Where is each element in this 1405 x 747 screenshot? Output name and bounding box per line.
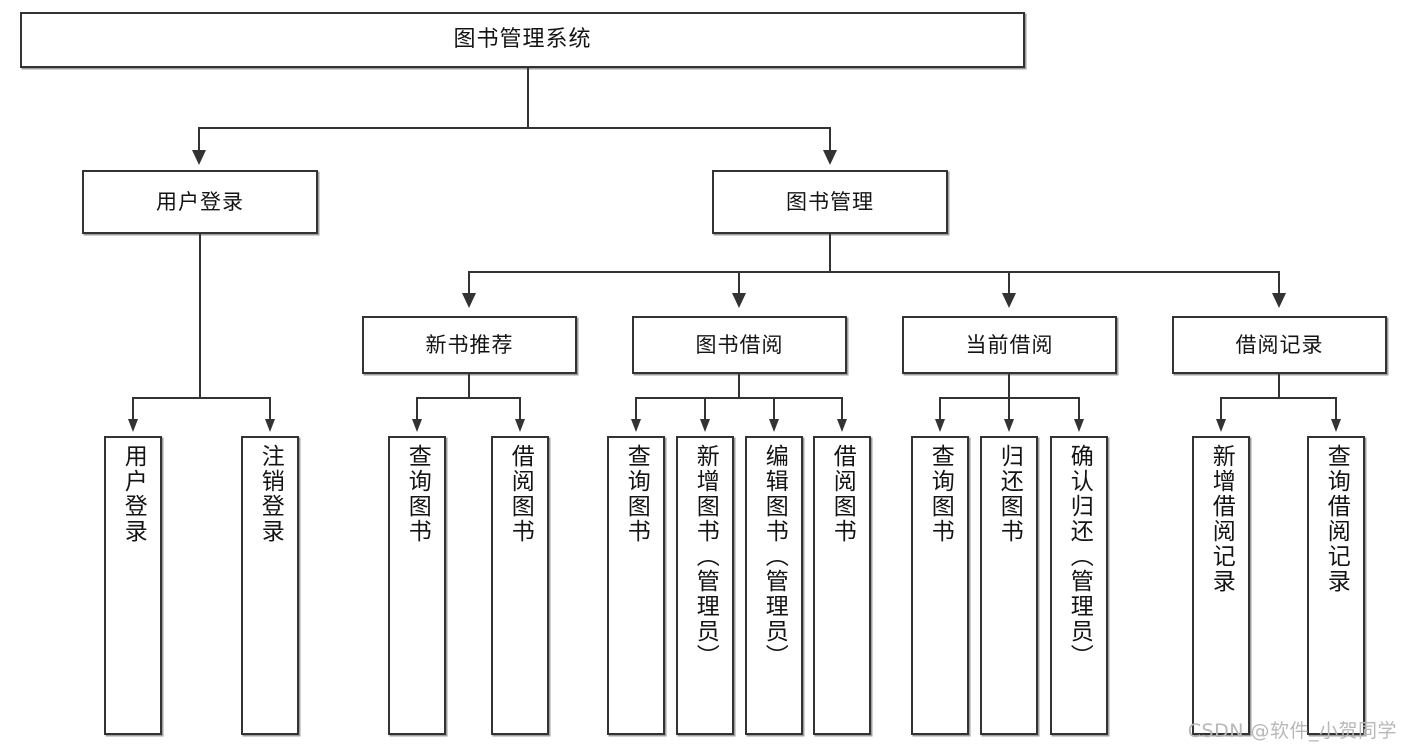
leaf-label: 编辑图书（管理员） — [761, 444, 788, 669]
arrowhead-bm-current-borrow — [1002, 293, 1016, 308]
node-label: 新书推荐 — [425, 332, 514, 357]
leaf-book-borrow-edit-book[interactable]: 编辑图书（管理员） — [745, 436, 803, 735]
leaf-label: 归还图书 — [996, 444, 1023, 544]
leaf-borrow-record-query-record[interactable]: 查询借阅记录 — [1307, 436, 1365, 735]
connector-user-login-drop-1 — [132, 397, 134, 421]
arrowhead-new-book-leaf-2 — [515, 419, 525, 432]
leaf-label: 注销登录 — [257, 444, 284, 544]
node-label: 图书管理 — [786, 189, 874, 214]
connector-current-borrow-drop-2 — [1008, 397, 1010, 421]
node-label: 用户登录 — [156, 189, 244, 214]
leaf-user-login-login[interactable]: 用户登录 — [104, 436, 162, 735]
leaf-current-borrow-query-book[interactable]: 查询图书 — [911, 436, 969, 735]
leaf-new-book-borrow-book[interactable]: 借阅图书 — [491, 436, 549, 735]
connector-book-management-stem — [829, 234, 831, 272]
connector-borrow-record-drop-2 — [1335, 397, 1337, 421]
leaf-book-borrow-query-book[interactable]: 查询图书 — [607, 436, 665, 735]
connector-root-bus — [198, 127, 831, 129]
node-new-book-recommend[interactable]: 新书推荐 — [362, 316, 577, 374]
connector-root-to-book-management — [829, 127, 831, 153]
leaf-current-borrow-return-book[interactable]: 归还图书 — [980, 436, 1038, 735]
leaf-label: 查询图书 — [623, 444, 650, 544]
connector-borrow-record-drop-1 — [1220, 397, 1222, 421]
arrowhead-bm-new-book — [462, 293, 476, 308]
connector-current-borrow-stem — [1008, 374, 1010, 398]
arrowhead-borrow-record-leaf-1 — [1216, 419, 1226, 432]
connector-root-stem — [527, 68, 529, 128]
node-book-borrow[interactable]: 图书借阅 — [632, 316, 847, 374]
node-label: 当前借阅 — [965, 332, 1054, 357]
connector-bm-drop-borrow-record — [1278, 271, 1280, 295]
connector-new-book-drop-2 — [519, 397, 521, 421]
node-label: 图书借阅 — [695, 332, 784, 357]
arrowhead-book-borrow-leaf-2 — [700, 419, 710, 432]
leaf-borrow-record-add-record[interactable]: 新增借阅记录 — [1192, 436, 1250, 735]
arrowhead-current-borrow-leaf-1 — [935, 419, 945, 432]
connector-new-book-bus — [416, 397, 521, 399]
arrowhead-bm-borrow-record — [1272, 293, 1286, 308]
connector-borrow-record-bus — [1220, 397, 1337, 399]
connector-book-borrow-drop-2 — [704, 397, 706, 421]
arrowhead-root-to-user-login — [192, 150, 206, 165]
node-label: 图书管理系统 — [453, 27, 592, 53]
leaf-label: 查询借阅记录 — [1323, 444, 1350, 594]
arrowhead-book-borrow-leaf-4 — [837, 419, 847, 432]
connector-root-to-user-login — [198, 127, 200, 153]
connector-user-login-bus — [132, 397, 269, 399]
connector-bm-drop-new-book — [468, 271, 470, 295]
arrowhead-current-borrow-leaf-3 — [1074, 419, 1084, 432]
node-label: 借阅记录 — [1235, 332, 1324, 357]
node-current-borrow[interactable]: 当前借阅 — [902, 316, 1117, 374]
leaf-current-borrow-confirm-return[interactable]: 确认归还（管理员） — [1050, 436, 1108, 735]
node-borrow-record[interactable]: 借阅记录 — [1172, 316, 1387, 374]
arrowhead-new-book-leaf-1 — [412, 419, 422, 432]
leaf-label: 查询图书 — [927, 444, 954, 544]
leaf-new-book-query-book[interactable]: 查询图书 — [388, 436, 446, 735]
arrowhead-borrow-record-leaf-2 — [1331, 419, 1341, 432]
arrowhead-current-borrow-leaf-2 — [1004, 419, 1014, 432]
connector-bm-drop-book-borrow — [738, 271, 740, 295]
node-book-management[interactable]: 图书管理 — [712, 170, 948, 234]
connector-book-borrow-drop-4 — [841, 397, 843, 421]
arrowhead-book-borrow-leaf-1 — [631, 419, 641, 432]
arrowhead-user-login-leaf-2 — [265, 419, 275, 432]
arrowhead-bm-book-borrow — [732, 293, 746, 308]
leaf-label: 新增借阅记录 — [1208, 444, 1235, 594]
leaf-label: 查询图书 — [404, 444, 431, 544]
leaf-label: 新增图书（管理员） — [692, 444, 719, 669]
leaf-user-login-logout[interactable]: 注销登录 — [241, 436, 299, 735]
connector-book-borrow-drop-1 — [635, 397, 637, 421]
arrowhead-root-to-book-management — [823, 150, 837, 165]
leaf-book-borrow-borrow-book[interactable]: 借阅图书 — [813, 436, 871, 735]
leaf-label: 确认归还（管理员） — [1066, 444, 1093, 669]
leaf-book-borrow-add-book[interactable]: 新增图书（管理员） — [676, 436, 734, 735]
node-root-book-management-system[interactable]: 图书管理系统 — [20, 12, 1025, 68]
arrowhead-book-borrow-leaf-3 — [769, 419, 779, 432]
connector-bm-drop-current-borrow — [1008, 271, 1010, 295]
connector-book-borrow-bus — [635, 397, 843, 399]
arrowhead-user-login-leaf-1 — [128, 419, 138, 432]
connector-borrow-record-stem — [1278, 374, 1280, 398]
connector-book-management-bus — [468, 271, 1280, 273]
connector-user-login-stem — [199, 234, 201, 398]
connector-current-borrow-drop-1 — [939, 397, 941, 421]
connector-current-borrow-drop-3 — [1078, 397, 1080, 421]
leaf-label: 用户登录 — [120, 444, 147, 544]
connector-new-book-drop-1 — [416, 397, 418, 421]
connector-user-login-drop-2 — [269, 397, 271, 421]
connector-book-borrow-drop-3 — [773, 397, 775, 421]
connector-new-book-stem — [468, 374, 470, 398]
connector-book-borrow-stem — [738, 374, 740, 398]
leaf-label: 借阅图书 — [507, 444, 534, 544]
leaf-label: 借阅图书 — [829, 444, 856, 544]
node-user-login[interactable]: 用户登录 — [82, 170, 318, 234]
